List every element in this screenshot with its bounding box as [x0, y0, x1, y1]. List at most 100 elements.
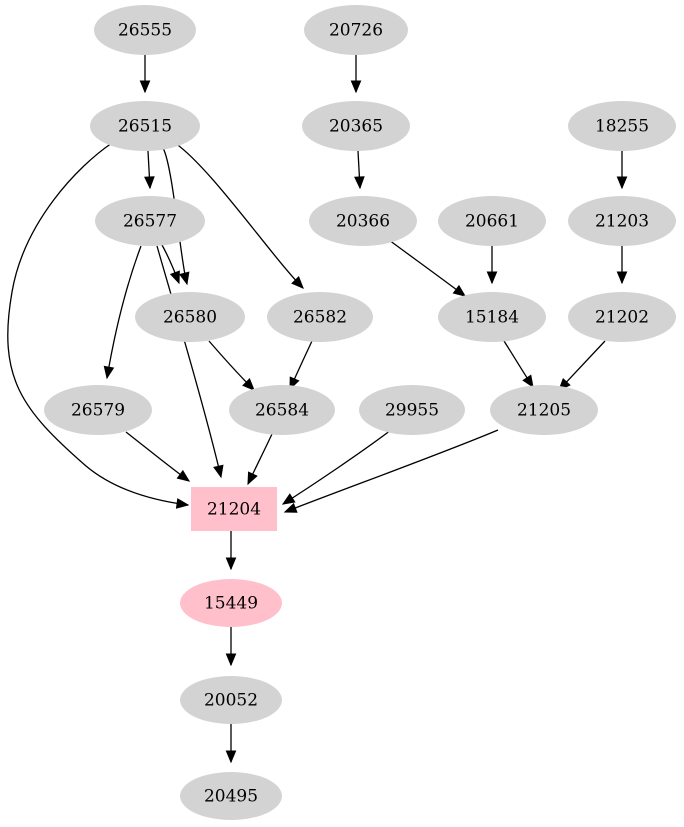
edge-line [7, 142, 189, 506]
graph-node-18255[interactable]: 18255 [568, 101, 676, 151]
edge-20726-to-20365 [350, 55, 362, 94]
edge-20661-to-15184 [486, 246, 498, 285]
arrowhead-icon [175, 498, 190, 509]
node-shape-ellipse[interactable] [359, 385, 465, 435]
node-shape-ellipse[interactable] [180, 579, 282, 627]
graph-node-26579[interactable]: 26579 [44, 385, 152, 435]
node-shape-ellipse[interactable] [135, 292, 245, 342]
edge-21204-to-15449 [225, 531, 237, 571]
edge-line [282, 429, 392, 505]
edge-29955-to-21204 [281, 429, 392, 505]
edge-26555-to-26515 [139, 55, 151, 94]
edge-line [388, 239, 466, 297]
edge-26580-to-26584 [208, 340, 255, 391]
node-shape-ellipse[interactable] [568, 101, 676, 151]
edge-20365-to-20366 [354, 150, 365, 190]
node-shape-ellipse[interactable] [304, 5, 408, 55]
node-shape-ellipse[interactable] [90, 101, 200, 151]
node-shape-ellipse[interactable] [568, 292, 676, 342]
edge-26515-to-21204 [7, 142, 190, 509]
edge-26584-to-21204 [247, 433, 273, 486]
arrowhead-icon [179, 271, 190, 286]
graph-node-21203[interactable]: 21203 [568, 196, 676, 246]
arrowhead-icon [452, 284, 467, 297]
edge-26579-to-21204 [125, 431, 191, 482]
arrowhead-icon [281, 493, 296, 505]
edge-26582-to-26584 [289, 340, 313, 391]
nodes-layer: 26555 26515 26577 26580 26582 26579 26584 29955… [44, 5, 676, 820]
arrowhead-icon [486, 271, 498, 285]
arrowhead-icon [242, 378, 255, 391]
arrowhead-icon [225, 653, 237, 667]
arrowhead-icon [616, 176, 628, 190]
graph-node-26580[interactable]: 26580 [135, 292, 245, 342]
node-shape-ellipse[interactable] [180, 772, 282, 820]
edge-line [156, 245, 222, 478]
node-shape-ellipse[interactable] [229, 385, 335, 435]
arrowhead-icon [139, 80, 151, 94]
arrowhead-icon [616, 271, 628, 285]
node-shape-ellipse[interactable] [438, 292, 546, 342]
edge-26577-to-26580 [161, 244, 180, 285]
graph-node-26555[interactable]: 26555 [94, 5, 196, 55]
node-shape-ellipse[interactable] [95, 196, 205, 246]
graph-node-15449[interactable]: 15449 [180, 579, 282, 627]
graph-node-26515[interactable]: 26515 [90, 101, 200, 151]
node-shape-ellipse[interactable] [309, 196, 417, 246]
graph-node-26577[interactable]: 26577 [95, 196, 205, 246]
graph-node-26582[interactable]: 26582 [267, 292, 373, 342]
arrowhead-icon [350, 80, 362, 94]
edge-line [106, 245, 142, 379]
graph-node-21204[interactable]: 21204 [191, 487, 277, 531]
edge-15449-to-20052 [225, 627, 237, 667]
edge-21205-to-21204 [283, 429, 499, 513]
edge-21203-to-21202 [616, 246, 628, 285]
graph-node-20365[interactable]: 20365 [302, 101, 410, 151]
node-shape-ellipse[interactable] [438, 196, 546, 246]
edge-line [174, 142, 304, 289]
node-shape-ellipse[interactable] [94, 5, 196, 55]
edge-26515-to-26582 [174, 142, 304, 289]
graph-node-15184[interactable]: 15184 [438, 292, 546, 342]
graph-node-20495[interactable]: 20495 [180, 772, 282, 820]
edge-21202-to-21205 [558, 340, 606, 391]
graph-node-20726[interactable]: 20726 [304, 5, 408, 55]
graph-node-20052[interactable]: 20052 [180, 676, 282, 724]
arrowhead-icon [522, 374, 534, 389]
node-shape-ellipse[interactable] [302, 101, 410, 151]
node-shape-rect[interactable] [191, 487, 277, 531]
arrowhead-icon [354, 176, 365, 190]
graph-node-21202[interactable]: 21202 [568, 292, 676, 342]
node-shape-ellipse[interactable] [180, 676, 282, 724]
arrowhead-icon [144, 176, 155, 190]
edge-26577-to-21204 [156, 245, 224, 479]
edge-20366-to-15184 [388, 239, 467, 297]
edge-line [125, 431, 190, 482]
edge-18255-to-21203 [616, 151, 628, 190]
node-shape-ellipse[interactable] [568, 196, 676, 246]
graph-node-21205[interactable]: 21205 [490, 385, 598, 435]
node-shape-ellipse[interactable] [44, 385, 152, 435]
graph-node-26584[interactable]: 26584 [229, 385, 335, 435]
arrowhead-icon [247, 471, 258, 486]
arrowhead-icon [225, 750, 237, 764]
edge-15184-to-21205 [503, 340, 534, 389]
edges-layer [7, 55, 628, 764]
graph-node-29955[interactable]: 29955 [359, 385, 465, 435]
arrowhead-icon [103, 365, 115, 380]
arrowhead-icon [283, 502, 298, 513]
edge-line [284, 429, 499, 513]
graph-node-20661[interactable]: 20661 [438, 196, 546, 246]
edge-26515-to-26577 [144, 150, 155, 190]
graph-node-20366[interactable]: 20366 [309, 196, 417, 246]
arrowhead-icon [213, 464, 224, 479]
arrowhead-icon [169, 270, 180, 285]
arrowhead-icon [176, 469, 191, 482]
edge-20052-to-20495 [225, 724, 237, 764]
node-shape-ellipse[interactable] [490, 385, 598, 435]
edge-26577-to-26579 [103, 245, 142, 380]
node-shape-ellipse[interactable] [267, 292, 373, 342]
arrowhead-icon [291, 276, 304, 289]
